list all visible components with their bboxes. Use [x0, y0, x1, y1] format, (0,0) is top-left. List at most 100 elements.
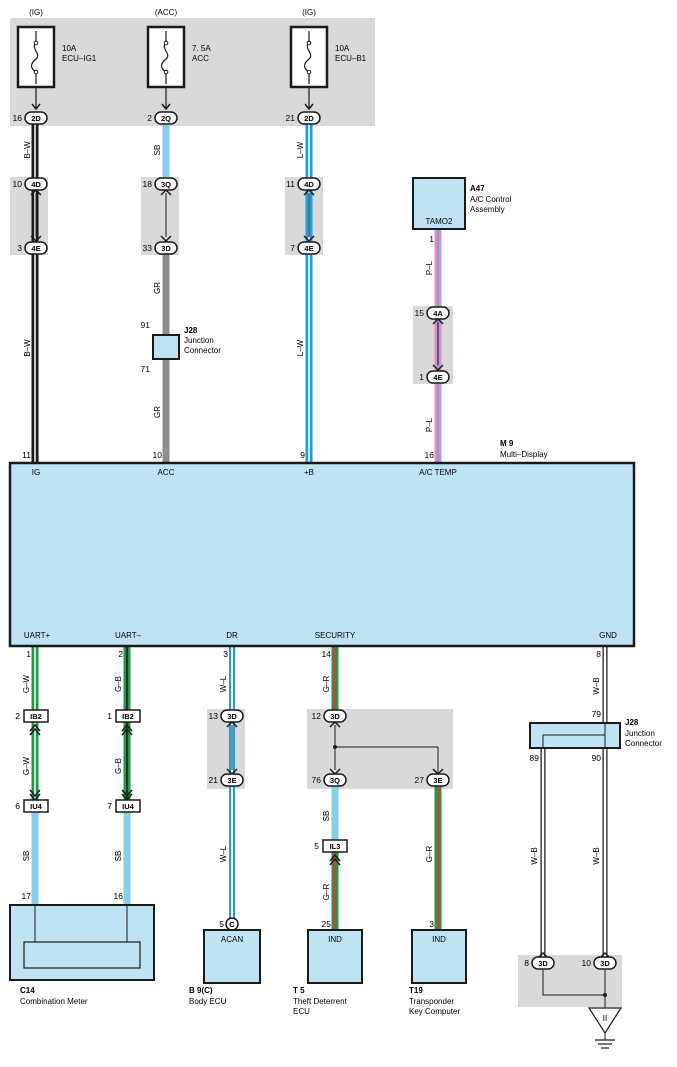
- transponder-key-computer: [411, 929, 467, 984]
- splice-security: 3D 3Q 3E: [323, 709, 450, 787]
- wire-color-sec-2: SB: [322, 811, 331, 822]
- svg-text:3Q: 3Q: [330, 776, 340, 785]
- t5-terminal: IND: [328, 935, 342, 944]
- wire-color-uart-plus-1: G–W: [22, 674, 31, 693]
- svg-text:4A: 4A: [433, 309, 443, 318]
- pin-3e-27: 27: [415, 775, 425, 785]
- t19-name2: Key Computer: [409, 1007, 460, 1016]
- svg-text:3E: 3E: [433, 776, 442, 785]
- pin-iu4-7: 7: [107, 801, 112, 811]
- svg-text:2D: 2D: [304, 114, 314, 123]
- pin-3d-33: 33: [143, 243, 153, 253]
- wire-color-dr-1: W–L: [219, 675, 228, 692]
- fuse-supply-b1: (IG): [302, 8, 316, 17]
- theft-deterrent-ecu: [307, 929, 363, 984]
- body-ecu-terminal: ACAN: [221, 935, 243, 944]
- svg-text:4E: 4E: [31, 244, 40, 253]
- pin-3d-8: 8: [524, 958, 529, 968]
- pin-j28-79: 79: [592, 709, 602, 719]
- svg-text:IL3: IL3: [330, 842, 341, 851]
- connector-2d-ig: 2D: [24, 111, 48, 125]
- a47-name1: A/C Control: [470, 195, 512, 204]
- svg-text:IU4: IU4: [122, 802, 135, 811]
- fuse-supply-acc: (ACC): [155, 8, 178, 17]
- multi-display-unit: [8, 461, 636, 648]
- pin-2d-21: 21: [286, 113, 296, 123]
- b9-code: B 9(C): [189, 986, 213, 995]
- terminal-ac-temp: A/C TEMP: [419, 468, 457, 477]
- pin-main-8: 8: [596, 649, 601, 659]
- fuse-supply-ig1: (IG): [29, 8, 43, 17]
- wire-color-acc-mid: GR: [153, 282, 162, 294]
- wire-color-uart-minus-1: G–B: [114, 676, 123, 692]
- b9-name: Body ECU: [189, 997, 227, 1006]
- svg-text:2Q: 2Q: [161, 114, 171, 123]
- wire-color-dr-2: W–L: [219, 845, 228, 862]
- j28-top-name2: Connector: [184, 346, 221, 355]
- splice-acc: 3Q 3D: [154, 177, 178, 255]
- terminal-ig: IG: [32, 468, 40, 477]
- splice-dr: 3D 3E: [220, 709, 244, 787]
- junction-connector-j28-top: [152, 334, 180, 360]
- connector-2q-acc: 2Q: [154, 111, 178, 125]
- t5-name2: ECU: [293, 1007, 310, 1016]
- pin-b9-5: 5: [219, 919, 224, 929]
- t5-code: T 5: [293, 986, 305, 995]
- j28-gnd-code: J28: [625, 718, 639, 727]
- j28-top-code: J28: [184, 326, 198, 335]
- fuse-ecu-b1: [289, 25, 329, 111]
- splice-b: 4D 4E: [297, 177, 321, 255]
- c14-name: Combination Meter: [20, 997, 88, 1006]
- svg-text:4D: 4D: [304, 180, 314, 189]
- fuse-name-b1: ECU–B1: [335, 54, 367, 63]
- c14-code: C14: [20, 986, 35, 995]
- t5-name1: Theft Deterrent: [293, 997, 348, 1006]
- wire-color-sec-3: G–R: [322, 884, 331, 901]
- svg-text:3Q: 3Q: [161, 180, 171, 189]
- wire-color-acc-lower: GR: [153, 406, 162, 418]
- pin-2d-16: 16: [13, 113, 23, 123]
- t19-code: T19: [409, 986, 423, 995]
- pin-main-9: 9: [300, 450, 305, 460]
- terminal-uart-plus: UART+: [24, 631, 51, 640]
- terminal-uart-minus: UART–: [115, 631, 142, 640]
- pin-c14-17: 17: [22, 891, 32, 901]
- svg-text:3D: 3D: [161, 244, 171, 253]
- pin-3d-10: 10: [582, 958, 592, 968]
- pin-main-14: 14: [322, 649, 332, 659]
- main-code: M 9: [500, 439, 514, 448]
- j28-gnd-name1: Junction: [625, 729, 655, 738]
- pin-ib2-2: 2: [15, 711, 20, 721]
- svg-text:4E: 4E: [433, 373, 442, 382]
- pin-main-1: 1: [26, 649, 31, 659]
- pin-c14-16: 16: [114, 891, 124, 901]
- svg-text:IB2: IB2: [30, 712, 42, 721]
- pin-3q-18: 18: [143, 179, 153, 189]
- pin-main-11: 11: [22, 450, 31, 460]
- wire-color-gnd-right: W–B: [592, 847, 601, 864]
- connector-2d-b: 2D: [297, 111, 321, 125]
- wire-color-ig-upper: B–W: [23, 141, 32, 159]
- wire-color-sec-right: G–R: [425, 846, 434, 863]
- a47-name2: Assembly: [470, 205, 505, 214]
- wire-color-sec-1: G–R: [322, 676, 331, 693]
- a47-code: A47: [470, 184, 485, 193]
- pin-4d-11: 11: [286, 179, 295, 189]
- wire-color-b-lower: L–W: [296, 339, 305, 356]
- fuse-amp-ig1: 10A: [62, 44, 77, 53]
- terminal-dr: DR: [226, 631, 238, 640]
- ac-terminal-tamo2: TAMO2: [426, 217, 454, 226]
- pin-j28-91: 91: [141, 320, 151, 330]
- j28-top-name1: Junction: [184, 336, 214, 345]
- pin-3e-21: 21: [209, 775, 219, 785]
- pin-j28-90: 90: [592, 753, 602, 763]
- fuse-amp-b1: 10A: [335, 44, 350, 53]
- svg-text:IB2: IB2: [122, 712, 134, 721]
- pin-3d-13: 13: [209, 711, 219, 721]
- svg-text:C: C: [229, 920, 235, 929]
- pin-4e-7: 7: [290, 243, 295, 253]
- pin-main-10: 10: [153, 450, 163, 460]
- svg-text:IU4: IU4: [30, 802, 43, 811]
